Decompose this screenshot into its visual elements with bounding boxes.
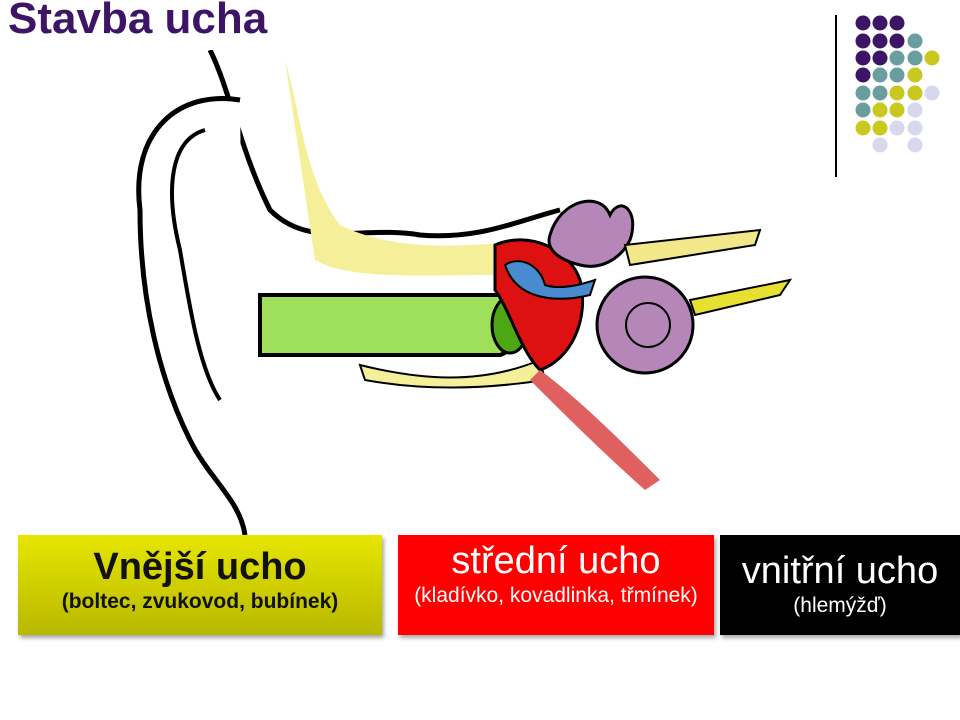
decorative-dot: [924, 50, 940, 66]
decorative-dot: [855, 102, 871, 118]
middle-ear-title: střední ucho: [451, 540, 661, 582]
canal-bone-lower: [358, 358, 547, 389]
decorative-dot: [889, 67, 905, 83]
decorative-dot: [872, 85, 888, 101]
decorative-dot: [872, 15, 888, 31]
semicircular-canals: [547, 199, 635, 268]
middle-ear-label-box: střední ucho (kladívko, kovadlinka, třmí…: [398, 535, 714, 635]
decorative-dot: [855, 50, 871, 66]
nerve-upper: [623, 228, 762, 267]
outer-ear-label-box: Vnější ucho (boltec, zvukovod, bubínek): [18, 535, 382, 635]
middle-ear-parts: (kladívko, kovadlinka, třmínek): [414, 584, 698, 607]
decorative-divider: [835, 15, 837, 177]
decorative-dot: [855, 33, 871, 49]
cochlea-spiral: [625, 302, 671, 348]
decorative-dot: [907, 33, 923, 49]
decorative-dot: [872, 50, 888, 66]
decorative-dot: [907, 120, 923, 136]
ear-anatomy-illustration: [136, 50, 793, 535]
decorative-dot: [855, 120, 871, 136]
inner-ear-parts: (hlemýžď): [793, 594, 887, 617]
outer-ear-parts: (boltec, zvukovod, bubínek): [61, 590, 339, 613]
nerve-lower: [688, 278, 793, 317]
decorative-dot: [872, 137, 888, 153]
decorative-dot: [872, 120, 888, 136]
decorative-dot: [889, 102, 905, 118]
decorative-dot: [889, 50, 905, 66]
decorative-dot: [872, 67, 888, 83]
decorative-dot: [872, 33, 888, 49]
outer-ear-title: Vnější ucho: [93, 546, 307, 588]
ossicles: [503, 260, 597, 300]
decorative-dot: [907, 67, 923, 83]
decorative-dot: [907, 137, 923, 153]
decorative-dot: [855, 15, 871, 31]
bone-yellow: [285, 60, 530, 276]
decorative-dot: [855, 85, 871, 101]
decorative-dot: [889, 85, 905, 101]
decorative-dot: [924, 85, 940, 101]
decorative-dot-grid: [855, 15, 940, 153]
eustachian-tube: [530, 370, 660, 490]
decorative-dot: [889, 33, 905, 49]
decorative-dot: [855, 67, 871, 83]
slide-title: Stavba ucha: [8, 0, 268, 43]
decorative-dot: [889, 120, 905, 136]
decorative-dot: [872, 102, 888, 118]
decorative-dot: [907, 50, 923, 66]
inner-ear-label-box: vnitřní ucho (hlemýžď): [720, 535, 960, 635]
decorative-dot: [907, 85, 923, 101]
skin-outline: [207, 50, 561, 239]
decorative-dot: [907, 102, 923, 118]
ear-canal: [258, 293, 517, 357]
decorative-dot: [889, 15, 905, 31]
cochlea: [595, 275, 695, 375]
pinna-inner: [170, 128, 222, 402]
inner-ear-title: vnitřní ucho: [741, 550, 939, 592]
